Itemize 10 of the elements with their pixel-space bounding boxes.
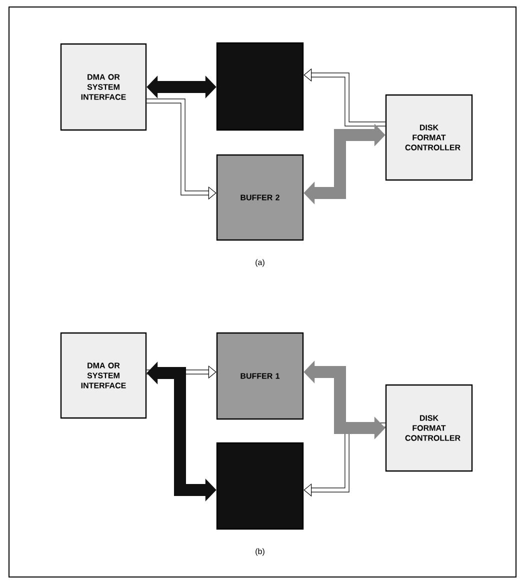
interface-box: DMA OR SYSTEM INTERFACE	[60, 332, 147, 419]
controller-box: DISK FORMAT CONTROLLER	[385, 384, 473, 472]
buffer-box: BUFFER 2	[216, 154, 304, 241]
figure-label: (b)	[256, 548, 264, 556]
interface-box: DMA OR SYSTEM INTERFACE	[60, 43, 147, 131]
figure-label: (a)	[256, 259, 264, 267]
buffer-box	[216, 442, 304, 530]
buffer-box: BUFFER 1	[216, 332, 304, 420]
controller-box: DISK FORMAT CONTROLLER	[385, 94, 473, 181]
buffer-box	[216, 42, 304, 131]
